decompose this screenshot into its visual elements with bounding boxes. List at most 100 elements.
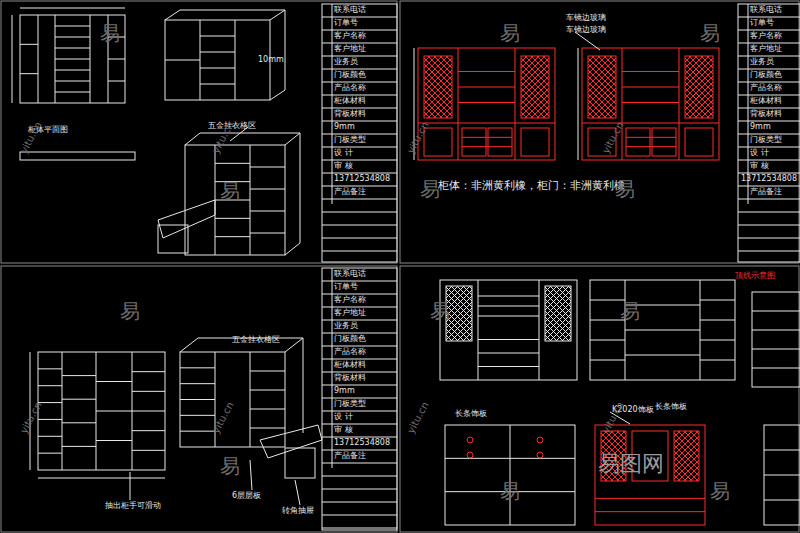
shelf-line [20, 44, 38, 45]
glass-knob [537, 452, 543, 458]
shelf-line [132, 430, 165, 431]
lattice-line [685, 88, 713, 116]
shelf-line [625, 330, 700, 331]
watermark: 易 [620, 300, 640, 322]
title-block-line [322, 385, 397, 386]
lattice-line [446, 56, 452, 62]
cabinet-outline [440, 280, 577, 380]
lattice-line [685, 82, 713, 110]
shelf-line [132, 450, 165, 451]
lattice-line [537, 106, 549, 118]
shelf-line [250, 211, 285, 212]
shelf-line [700, 320, 735, 321]
lattice-line [543, 112, 549, 118]
lattice-line [604, 56, 616, 68]
lattice-line [588, 70, 616, 98]
title-block-cell: 9mm [334, 123, 355, 132]
title-block-line [738, 43, 800, 44]
shelf-line [200, 68, 235, 69]
title-block-cell: 客户地址 [334, 309, 366, 318]
title-block-line [332, 268, 333, 468]
callout: 6层层板 [232, 492, 261, 501]
title-block-line [322, 424, 397, 425]
title-block-line [738, 17, 800, 18]
title-block-cell: 审 核 [334, 426, 353, 435]
door [652, 128, 676, 156]
lattice-line [446, 112, 452, 118]
lattice-line [424, 70, 452, 98]
cad-line [165, 10, 180, 20]
cad-line [200, 133, 300, 134]
lattice-line [537, 56, 549, 68]
watermark-url: yitu.cn [600, 400, 626, 435]
shelf-line [96, 440, 132, 441]
lattice-line [588, 88, 616, 116]
watermark: 易 [700, 22, 720, 44]
shelf-line [478, 339, 539, 340]
lattice-line [521, 64, 549, 92]
title-block-line [322, 411, 397, 412]
callout: 长条饰板 [455, 410, 487, 419]
lattice-line [446, 286, 452, 292]
glass-door [685, 56, 713, 118]
lattice-line [521, 88, 549, 116]
shelf-line [764, 500, 800, 501]
shelf-line [132, 371, 165, 372]
watermark-url: yitu.cn [210, 400, 236, 435]
lattice-line [592, 94, 616, 118]
lattice-line [424, 70, 452, 98]
cabinet-outline [418, 48, 555, 160]
title-block-line [738, 121, 800, 122]
glass-knob [467, 437, 473, 443]
door [521, 128, 549, 156]
shelf-line [478, 353, 539, 354]
dimension-line [12, 15, 13, 103]
cad-line [539, 280, 540, 380]
lattice-line [685, 64, 713, 92]
callout: 车镜边玻璃 [566, 14, 606, 23]
title-block [322, 268, 397, 530]
lattice-line [424, 76, 452, 104]
cad-line [285, 243, 300, 255]
lattice-line [424, 58, 452, 86]
cabinet-outline [595, 425, 705, 525]
title-block-cell: 柜体材料 [750, 97, 782, 106]
watermark: 易 [420, 178, 440, 200]
lattice-line [623, 478, 626, 481]
lattice-line [556, 286, 571, 301]
glass-door [424, 56, 452, 118]
lattice-line [463, 332, 472, 341]
lattice-line [531, 100, 549, 118]
viewport-frame [1, 1, 397, 263]
title-block-cell: 产品备注 [750, 188, 782, 197]
title-block-line [322, 199, 397, 200]
lattice-line [525, 94, 549, 118]
lattice-line [556, 326, 571, 341]
lattice-line [588, 76, 616, 104]
title-block-line [738, 186, 800, 187]
lattice-line [434, 100, 452, 118]
lattice-line [424, 82, 452, 110]
title-block-line [738, 95, 800, 96]
shelf-line [595, 498, 705, 499]
lattice-line [521, 58, 549, 86]
lattice-line [525, 56, 549, 80]
watermark-url: yitu.cn [18, 400, 44, 435]
title-block-line [322, 359, 397, 360]
shelf-line [622, 102, 679, 103]
title-block-cell: 业务员 [334, 58, 358, 67]
door [462, 128, 486, 156]
lattice-line [604, 106, 616, 118]
title-block-cell: 13712534808 [741, 175, 797, 184]
shelf-line [215, 163, 250, 164]
title-block-line [322, 238, 397, 239]
lattice-line [696, 478, 699, 481]
lattice-line [611, 431, 626, 446]
cabinet-outline [20, 15, 125, 103]
title-block-line [322, 56, 397, 57]
lattice-line [588, 64, 616, 92]
lattice-line [424, 64, 452, 92]
title-block-line [738, 173, 800, 174]
lattice-line [424, 58, 452, 86]
shelf-line [38, 402, 62, 403]
